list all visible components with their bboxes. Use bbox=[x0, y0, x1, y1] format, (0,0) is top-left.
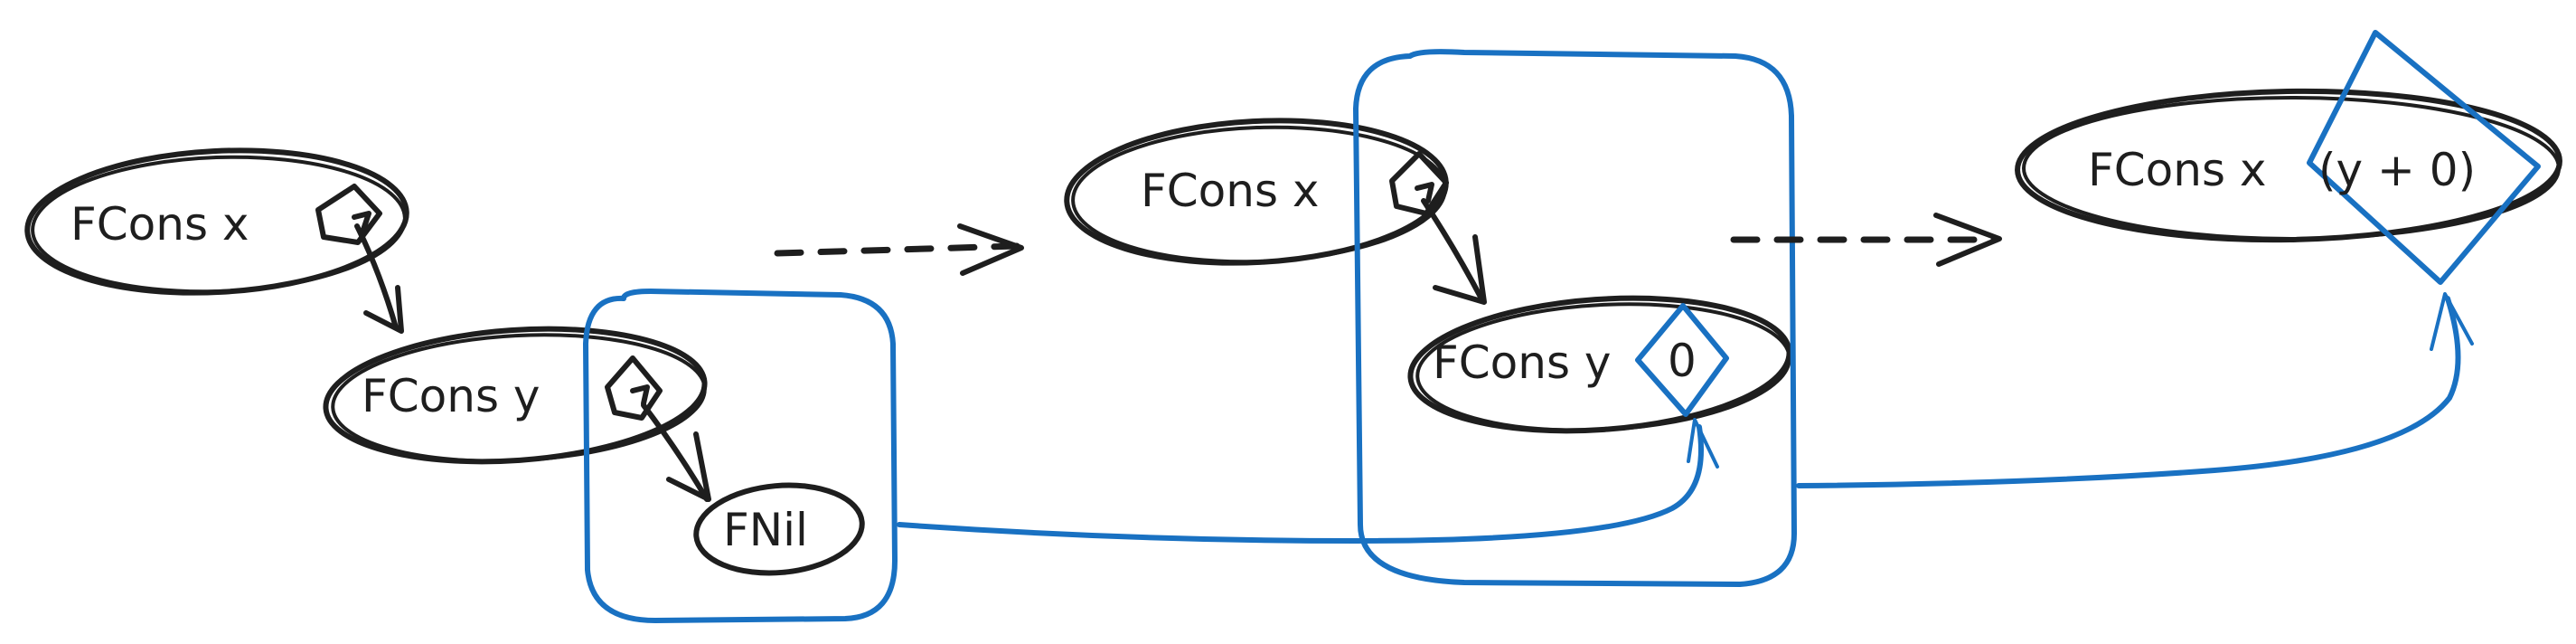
link-fnil-to-zero bbox=[897, 418, 1719, 544]
middle-arrow-1 bbox=[1421, 198, 1487, 305]
left-node-fcons-x: FCons x bbox=[24, 147, 409, 296]
left-arrow-2 bbox=[641, 402, 711, 502]
middle-group: FCons x FCons y 0 bbox=[1064, 49, 1797, 587]
left-node1-pointer-dot bbox=[352, 211, 371, 232]
middle-node1-pointer-diamond bbox=[1389, 151, 1449, 216]
left-node2-ellipse-stroke2 bbox=[331, 333, 707, 463]
left-arrow-1-shaft bbox=[354, 223, 399, 330]
left-node-fcons-y: FCons y bbox=[323, 326, 708, 465]
middle-node-fcons-y: FCons y 0 bbox=[1407, 295, 1792, 434]
middle-arrow-1-head bbox=[1433, 234, 1487, 305]
left-node-fnil: FNil bbox=[693, 482, 865, 576]
middle-node1-pointer-dot bbox=[1415, 182, 1434, 204]
left-highlight-box bbox=[583, 289, 898, 623]
left-node2-label: FCons y bbox=[362, 370, 541, 422]
middle-node-fcons-x: FCons x bbox=[1064, 118, 1449, 266]
left-arrow-1-head bbox=[363, 285, 404, 334]
right-node1-ellipse-stroke2 bbox=[2022, 96, 2561, 241]
link-fnil-to-zero-curve bbox=[897, 424, 1704, 544]
middle-node2-ellipse-stroke2 bbox=[1415, 302, 1791, 432]
left-node1-ellipse-stroke2 bbox=[31, 155, 407, 294]
right-expr-diamond bbox=[2307, 30, 2541, 285]
right-group: FCons x (y + 0) bbox=[2015, 30, 2562, 285]
transition-arrow-2-head bbox=[1933, 213, 2002, 267]
middle-node2-label: FCons y bbox=[1433, 336, 1612, 389]
transition-arrow-1-head bbox=[957, 223, 1024, 276]
middle-arrow-1-shaft bbox=[1421, 198, 1485, 303]
right-expr-label: (y + 0) bbox=[2318, 144, 2476, 196]
transition-arrow-1-shaft bbox=[774, 242, 1020, 257]
left-node3-ellipse bbox=[693, 482, 865, 576]
left-node1-label: FCons x bbox=[71, 198, 249, 251]
right-node1-label: FCons x bbox=[2088, 144, 2267, 196]
middle-node1-label: FCons x bbox=[1141, 165, 1320, 217]
transition-arrow-1 bbox=[774, 223, 1024, 276]
left-group: FCons x FCons y FNil bbox=[24, 147, 898, 623]
left-node3-label: FNil bbox=[723, 504, 808, 556]
left-arrow-2-head bbox=[666, 431, 711, 502]
left-arrow-1 bbox=[354, 223, 404, 334]
middle-zero-diamond bbox=[1635, 303, 1729, 417]
left-node1-pointer-diamond bbox=[315, 184, 382, 245]
link-middle-to-right-curve bbox=[1796, 296, 2461, 488]
middle-zero-label: 0 bbox=[1668, 335, 1697, 387]
right-node-fcons-x: FCons x (y + 0) bbox=[2015, 30, 2562, 285]
left-arrow-2-shaft bbox=[641, 402, 710, 502]
left-node2-pointer-diamond bbox=[605, 355, 663, 421]
transition-arrow-2 bbox=[1730, 213, 2002, 267]
link-fnil-to-zero-head bbox=[1687, 418, 1719, 469]
left-node2-pointer-dot bbox=[630, 384, 650, 406]
link-middle-to-right-head bbox=[2430, 292, 2474, 351]
link-middle-to-right bbox=[1796, 292, 2474, 488]
middle-highlight-box bbox=[1353, 49, 1797, 587]
